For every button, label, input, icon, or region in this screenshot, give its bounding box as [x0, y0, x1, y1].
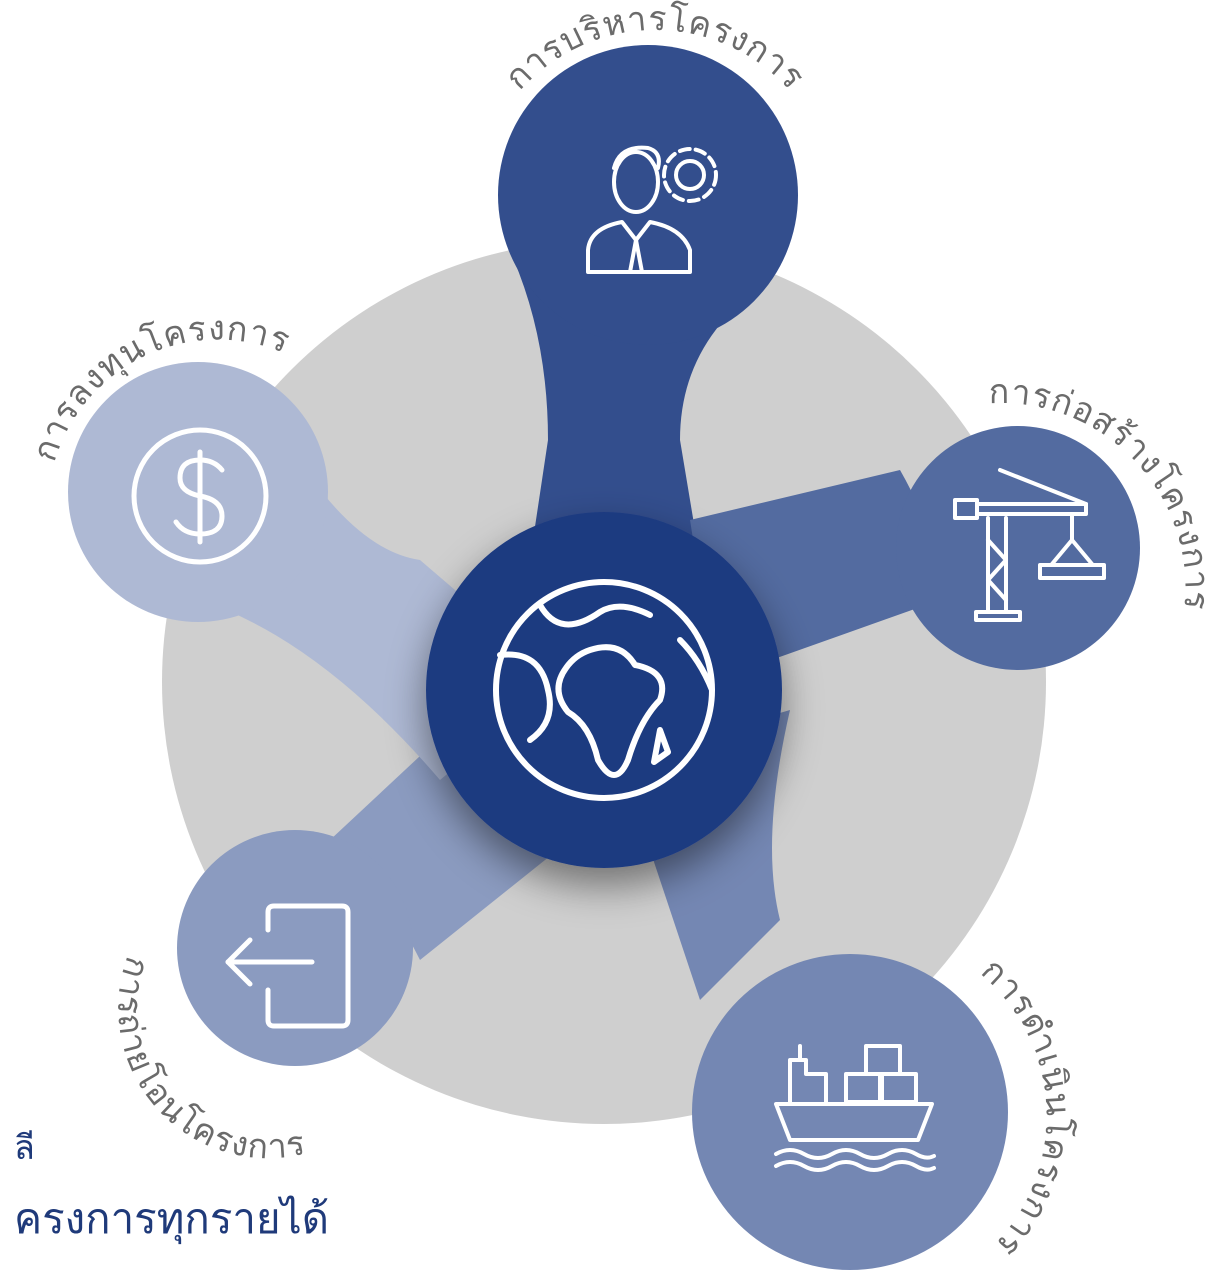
connector-management	[513, 258, 770, 560]
exit-door-icon	[225, 903, 351, 1029]
center-circle	[426, 512, 782, 868]
caption-line-2: ครงการทุกรายได้	[14, 1194, 329, 1243]
node-construction	[896, 426, 1140, 670]
dollar-coin-icon	[131, 427, 269, 565]
cargo-ship-icon	[774, 1044, 936, 1172]
node-transfer	[177, 830, 413, 1066]
globe-icon	[493, 579, 715, 801]
node-operation	[692, 954, 1008, 1270]
manager-gear-icon	[586, 145, 718, 274]
caption-line-1: ลี	[14, 1128, 35, 1168]
node-management	[498, 45, 798, 345]
construction-crane-icon	[953, 468, 1106, 622]
